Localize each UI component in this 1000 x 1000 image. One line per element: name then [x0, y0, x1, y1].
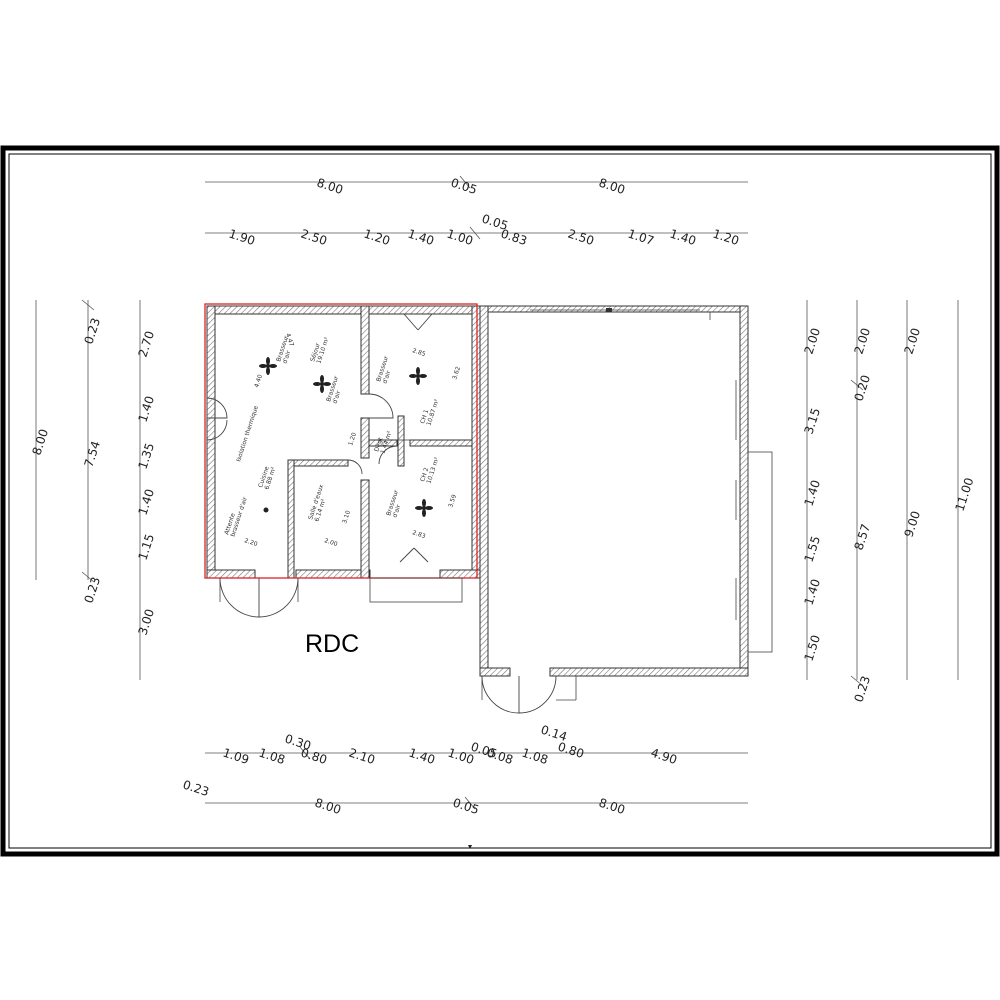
room-dim-9: 3.59: [447, 494, 458, 509]
sheet-inner-border: [8, 153, 992, 849]
north-marker-icon: [468, 845, 472, 849]
dim-bottom-2-d: 8.00: [597, 796, 627, 818]
room-attente-label: Attentebrasseur d'air: [223, 494, 249, 538]
dim-bottom-1-d: 0.80: [299, 746, 329, 768]
room-brasseur-label-4: Brasseurd'air: [385, 489, 406, 519]
room-dim-2: 4.40: [253, 374, 264, 389]
room-salle-eau-label: Salle d'eaux6.14 m²: [307, 483, 331, 522]
room-dim-4: 2.85: [411, 347, 426, 358]
dim-right-2-a: 2.00: [852, 326, 874, 356]
annex-walls: [479, 305, 773, 714]
dim-bottom-1-m: 4.90: [649, 746, 679, 768]
dim-left-2-d: 1.35: [136, 441, 158, 471]
dim-top-2-c: 1.20: [362, 227, 392, 249]
ceiling-fans: [259, 357, 433, 517]
fan-icon: [259, 357, 277, 375]
dim-right-3-c: 11.00: [953, 476, 977, 513]
room-dim-3: 1.20: [347, 432, 358, 447]
room-dim-10: 2.83: [411, 529, 426, 540]
room-ch1-label: CH 110.87 m²: [419, 396, 441, 427]
dimension-lines: [35, 175, 959, 810]
room-dim-8: 3.10: [341, 510, 352, 525]
house-outline: [204, 303, 478, 579]
dim-right-3-a: 2.00: [902, 326, 924, 356]
room-sejour-label: Séjour19.10 m²: [309, 334, 331, 365]
dim-right-1-d: 1.55: [802, 534, 824, 564]
dim-top-1-a: 8.00: [315, 176, 345, 198]
dim-left-2-b: 7.54: [82, 439, 104, 469]
dim-right-1-f: 1.50: [802, 633, 824, 663]
room-ch2-label: CH 210.13 m²: [419, 454, 441, 485]
room-degt-label: Degt1.44 m²: [373, 428, 393, 455]
fan-icon: [409, 367, 427, 385]
dim-left-2-e: 1.40: [136, 487, 158, 517]
dim-left-1-b: 8.00: [30, 427, 52, 457]
dim-right-1-c: 1.40: [802, 478, 824, 508]
dim-left-1-a: 0.23: [82, 316, 104, 346]
room-dim-7: 2.00: [323, 537, 338, 548]
dim-top-1-c: 8.00: [597, 176, 627, 198]
dim-top-2-e: 1.00: [445, 227, 475, 249]
dim-top-2-d: 1.40: [406, 227, 436, 249]
room-dim-6: 2.20: [243, 537, 258, 548]
dim-right-2-b: 0.20: [852, 373, 874, 403]
dim-right-2-c: 8.57: [852, 522, 874, 552]
room-labels: Séjour19.10 m² Cuisine6.88 m² Isolation …: [223, 334, 441, 538]
dim-left-2-a: 2.70: [136, 329, 158, 359]
dim-bottom-1-b: 1.08: [257, 746, 287, 768]
dim-right-1-e: 1.40: [802, 577, 824, 607]
room-brasseur-label-3: Brasseurd'air: [375, 355, 396, 385]
dim-top-2-i: 1.07: [626, 227, 656, 249]
sheet-border: [0, 145, 1000, 857]
dim-top-2-a: 1.90: [227, 227, 257, 249]
dim-left-2-g: 3.00: [136, 607, 158, 637]
dim-left-2-c: 1.40: [136, 394, 158, 424]
room-cuisine-label: Cuisine6.88 m²: [257, 464, 277, 491]
dim-top-2-k: 1.20: [711, 227, 741, 249]
house-walls: [206, 305, 481, 579]
dim-top-2-j: 1.40: [668, 227, 698, 249]
room-brasseur-label-2: Brasseurd'air: [325, 375, 346, 405]
fan-icon: [415, 499, 433, 517]
dim-bottom-1-j: 1.08: [520, 746, 550, 768]
dim-top-2-h: 2.50: [566, 227, 596, 249]
dim-bottom-1-l: 0.80: [556, 740, 586, 762]
plan-title: RDC: [305, 630, 359, 658]
dim-bottom-2-b: 8.00: [313, 796, 343, 818]
dim-top-2-b: 2.50: [299, 227, 329, 249]
dim-bottom-2-c: 0.05: [451, 796, 481, 818]
dim-right-1-b: 3.15: [802, 406, 824, 436]
dim-left-2-f: 1.15: [136, 532, 158, 562]
dim-bottom-1-a: 1.09: [221, 746, 251, 768]
fan-point-icon: [263, 507, 269, 513]
room-dim-5: 3.62: [451, 366, 462, 381]
room-dim-1: 4.47: [284, 332, 295, 347]
dim-bottom-1-i: 0.08: [485, 746, 515, 768]
dim-bottom-2-a: 0.23: [181, 778, 211, 800]
room-dimensions: 4.47 4.40 1.20 2.85 3.62 2.20 2.00 3.10 …: [243, 332, 462, 548]
dim-top-1-b: 0.05: [449, 176, 479, 198]
dim-left-1-c: 0.23: [82, 575, 104, 605]
dim-bottom-1-f: 1.40: [407, 746, 437, 768]
dim-right-1-a: 2.00: [802, 326, 824, 356]
dim-bottom-1-e: 2.10: [347, 746, 377, 768]
dim-top-2-g: 0.83: [499, 227, 529, 249]
dim-right-3-b: 9.00: [902, 509, 924, 539]
room-isolation-label: Isolation thermique: [235, 405, 260, 463]
house-doors: [206, 313, 463, 618]
